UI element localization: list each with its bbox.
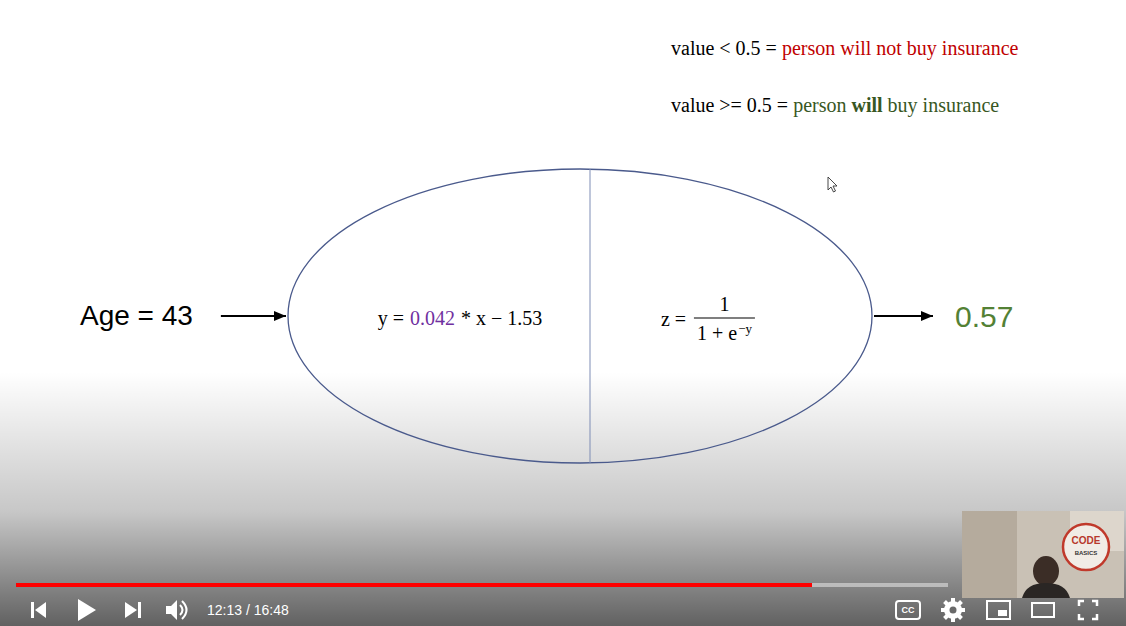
ellipse-divider <box>590 169 591 463</box>
flow-arrow <box>221 315 286 317</box>
rule-line: value < 0.5 =person will not buy insuran… <box>671 36 1019 60</box>
outcome-text: person will not buy insurance <box>782 36 1019 60</box>
progress-track <box>16 583 948 587</box>
webcam-overlay <box>962 511 1124 598</box>
theater-icon <box>1032 603 1054 617</box>
settings-gear-hole <box>950 607 957 614</box>
mouse-cursor <box>828 177 837 192</box>
threshold-rule: value < 0.5 = <box>671 36 777 60</box>
captions-button <box>896 601 920 619</box>
logo-text: BASICS <box>1075 550 1098 557</box>
denominator-text: 1 + e <box>697 321 737 345</box>
sigmoid-equation: z =11 + e−y <box>661 292 755 345</box>
volume-wave <box>182 601 187 619</box>
ellipse-outline <box>287 168 873 464</box>
previous-icon <box>35 602 46 618</box>
threshold-rule: value >= 0.5 = <box>671 93 788 117</box>
model-ellipse: y =0.042* x − 1.53z =11 + e−y <box>287 168 873 464</box>
fraction-denominator: 1 + e−y <box>694 318 755 345</box>
progress-played <box>16 583 812 587</box>
equation-text: z = <box>661 306 686 330</box>
miniplayer-icon <box>987 601 1010 619</box>
input-value: Age = 43 <box>76 297 197 335</box>
play-icon <box>78 599 96 621</box>
rule-line: value >= 0.5 =personwillbuy insurance <box>671 93 999 117</box>
outcome-emphasis: will <box>851 93 882 117</box>
previous-icon <box>31 602 34 618</box>
flow-arrow <box>874 315 933 317</box>
exponent-text: −y <box>738 321 752 337</box>
volume-wave <box>180 605 183 615</box>
player-shade <box>0 372 1126 626</box>
equation-text: * x − 1.53 <box>461 306 542 330</box>
fraction-numerator: 1 <box>694 292 755 318</box>
logo-text: CODE <box>1072 535 1101 547</box>
ellipse-outline <box>288 169 872 463</box>
video-time: 12:13 / 16:48 <box>207 602 289 619</box>
equation-text: y = <box>378 306 404 330</box>
player-controls <box>31 598 1097 622</box>
sigmoid-lhs: z = <box>661 306 686 330</box>
linear-equation: y =0.042* x − 1.53 <box>378 306 543 330</box>
volume-icon <box>166 600 177 620</box>
captions-label: CC <box>902 605 915 616</box>
input-text: Age = 43 <box>80 299 193 333</box>
settings-gear-teeth <box>941 598 965 622</box>
outcome-text: buy insurance <box>888 93 1000 117</box>
coefficient: 0.042 <box>410 306 455 330</box>
next-icon <box>138 602 141 618</box>
output-text: 0.57 <box>955 299 1013 335</box>
output-probability: 0.57 <box>951 297 1017 337</box>
numerator-text: 1 <box>720 292 730 316</box>
next-icon <box>125 602 137 618</box>
miniplayer-icon <box>998 610 1007 616</box>
outcome-text: person <box>793 93 846 117</box>
fullscreen-icon <box>1079 601 1097 619</box>
sigmoid-fraction: 11 + e−y <box>694 292 755 345</box>
